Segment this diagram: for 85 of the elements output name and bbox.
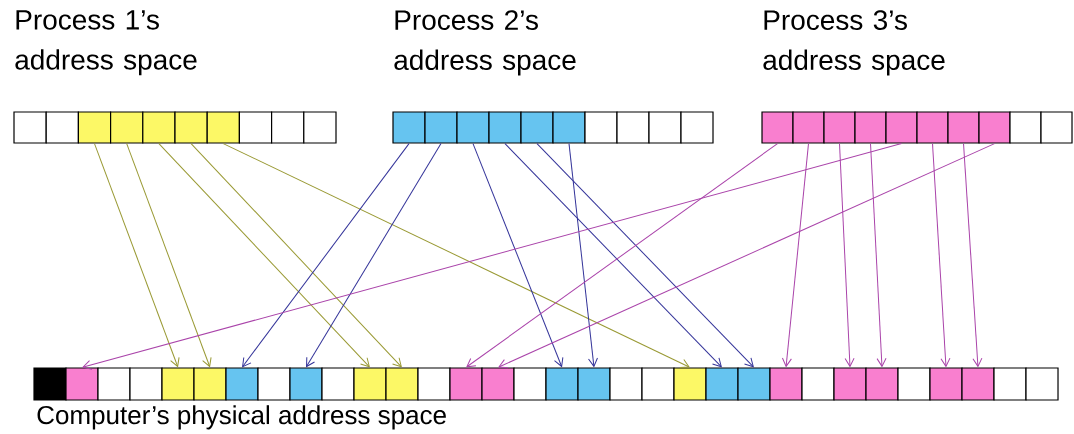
- memory-cell: [885, 111, 918, 144]
- memory-cell: [321, 367, 355, 401]
- memory-cell: [673, 367, 707, 401]
- memory-cell: [801, 367, 835, 401]
- arrow: [839, 143, 855, 367]
- memory-cell: [1040, 111, 1073, 144]
- arrow: [158, 143, 370, 368]
- memory-cell: [616, 111, 650, 144]
- memory-cell: [929, 367, 963, 401]
- memory-cell: [761, 111, 794, 144]
- memory-cell: [385, 367, 419, 401]
- memory-cell: [865, 367, 899, 401]
- memory-cell: [545, 367, 579, 401]
- arrow: [242, 143, 410, 368]
- memory-cell: [271, 111, 305, 144]
- arrow: [82, 143, 902, 370]
- arrow: [498, 143, 995, 369]
- memory-cell: [1009, 111, 1042, 144]
- address-space-title: Process 3’s address space: [763, 10, 945, 76]
- memory-cell: [609, 367, 643, 401]
- memory-cell: [552, 111, 586, 144]
- arrow: [963, 143, 983, 367]
- memory-cell: [33, 367, 67, 401]
- memory-cell: [916, 111, 949, 144]
- memory-cell: [174, 111, 208, 144]
- memory-cell: [648, 111, 682, 144]
- memory-cell: [206, 111, 240, 144]
- memory-cell: [584, 111, 618, 144]
- memory-cell: [129, 367, 163, 401]
- memory-cell: [225, 367, 259, 401]
- arrow: [870, 143, 887, 367]
- memory-cell: [449, 367, 483, 401]
- arrow: [781, 143, 809, 367]
- memory-cell: [161, 367, 195, 401]
- memory-cell: [456, 111, 490, 144]
- memory-cell: [897, 367, 931, 401]
- address-space-title: Process 2’s address space: [394, 10, 576, 76]
- memory-cell: [947, 111, 980, 144]
- memory-cell: [1025, 367, 1059, 401]
- memory-cell: [77, 111, 112, 144]
- memory-cell: [193, 367, 227, 401]
- arrow: [222, 143, 690, 369]
- memory-cell: [97, 367, 131, 401]
- memory-cell: [353, 367, 387, 401]
- memory-cell: [392, 111, 426, 144]
- memory-cell: [833, 367, 867, 401]
- memory-cell: [289, 367, 323, 401]
- memory-cell: [303, 111, 337, 144]
- memory-cell: [257, 367, 291, 401]
- memory-cell: [792, 111, 825, 144]
- memory-cell: [424, 111, 458, 144]
- arrow: [472, 143, 564, 367]
- memory-cell: [641, 367, 675, 401]
- memory-cell: [417, 367, 451, 401]
- memory-cell: [769, 367, 803, 401]
- address-space-title: Computer’s physical address space: [37, 405, 446, 430]
- arrow: [504, 143, 722, 368]
- memory-cell: [142, 111, 176, 144]
- memory-cell: [680, 111, 714, 144]
- memory-cell: [13, 111, 47, 144]
- arrow: [568, 143, 598, 367]
- arrow: [466, 143, 778, 368]
- arrow: [126, 143, 212, 367]
- arrow: [94, 143, 180, 367]
- memory-cell: [513, 367, 547, 401]
- arrow: [190, 143, 402, 368]
- arrow: [306, 143, 442, 367]
- arrow: [536, 143, 754, 368]
- address-space-title: Process 1’s address space: [15, 10, 197, 76]
- arrow: [932, 143, 951, 367]
- memory-cell: [238, 111, 273, 144]
- memory-cell: [110, 111, 144, 144]
- memory-cell: [705, 367, 739, 401]
- memory-cell: [978, 111, 1011, 144]
- memory-cell: [854, 111, 887, 144]
- memory-cell: [961, 367, 995, 401]
- memory-cell: [520, 111, 554, 144]
- memory-cell: [481, 367, 515, 401]
- memory-cell: [993, 367, 1027, 401]
- memory-cell: [823, 111, 856, 144]
- memory-cell: [45, 111, 79, 144]
- memory-cell: [577, 367, 611, 401]
- memory-cell: [737, 367, 771, 401]
- memory-cell: [488, 111, 522, 144]
- memory-cell: [65, 367, 99, 401]
